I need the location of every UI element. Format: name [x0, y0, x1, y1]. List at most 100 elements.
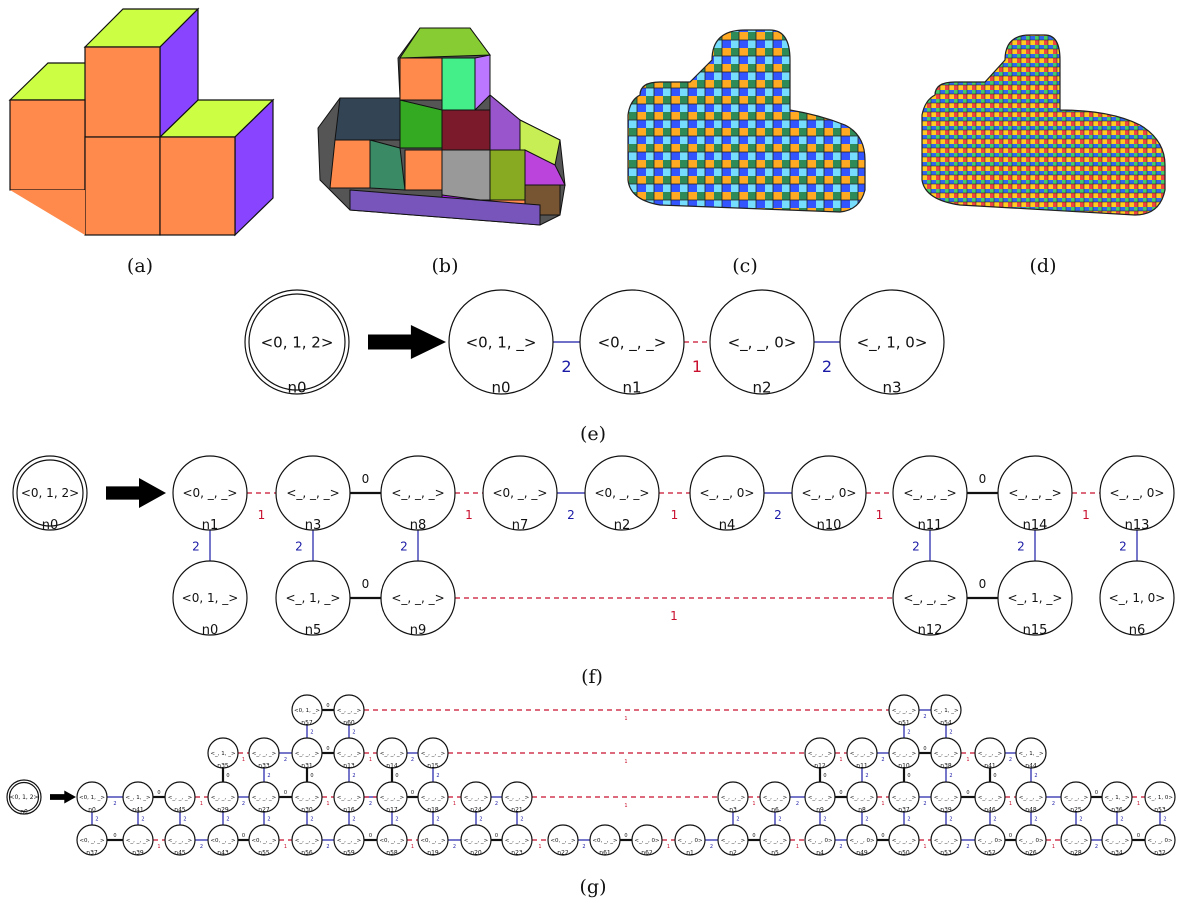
node-label: <0, 1, 2> [21, 486, 79, 500]
edge-label: 1 [966, 757, 969, 763]
edge-label: 1 [411, 844, 414, 850]
node-label: <_, _, _> [168, 795, 193, 801]
graph-node: <_, _, _>n53 [930, 824, 962, 857]
node-label: <0, _, _> [420, 838, 446, 844]
graph-node: <_, _, _>n11 [846, 737, 878, 770]
node-id: n55 [258, 850, 270, 857]
node-label: <0, _, _> [492, 486, 547, 500]
caption-f: (f) [581, 666, 603, 688]
graph-node: <_, _, _>n37 [888, 781, 920, 814]
edge-label: 2 [436, 773, 439, 779]
node-circle [76, 781, 108, 813]
graph-node: <_, _, 0>n32 [1144, 824, 1176, 857]
graph-node: <_, _, _>n31 [291, 737, 323, 770]
node-label: <0, 1, _> [294, 708, 320, 714]
graph-node: <_, _, 0>n49 [846, 824, 878, 857]
node-id: n41 [984, 763, 996, 770]
node-id: n48 [1025, 807, 1037, 814]
panel-b-refined-model [317, 27, 566, 226]
edge-label: 2 [865, 773, 868, 779]
node-circle [1099, 560, 1175, 636]
node-id: n43 [217, 850, 229, 857]
edge-label: 2 [865, 817, 868, 823]
caption-c: (c) [732, 255, 757, 277]
node-label: <_, _, _> [286, 486, 339, 500]
edge-label: 0 [395, 773, 398, 779]
edge-label: 2 [520, 817, 523, 823]
edge-label: 1 [1052, 844, 1055, 850]
node-id: n4 [816, 850, 824, 857]
graph-node: <_, _, _>n20 [460, 824, 492, 857]
node-id: n30 [301, 807, 313, 814]
node-label: <_, _, _> [337, 751, 362, 757]
node-id: n0 [202, 623, 219, 638]
edge-label: 0 [362, 472, 370, 486]
node-circle [791, 455, 867, 531]
node-label: <_, _, _> [252, 795, 277, 801]
edge-label: 2 [774, 508, 782, 522]
caption-a: (a) [127, 255, 153, 277]
graph-node: <_, _, _>n12 [892, 560, 968, 638]
graph-node: <0, _, _>n58 [376, 824, 408, 857]
node-id: n9 [816, 807, 824, 814]
node-id: n13 [1125, 518, 1150, 533]
graph-node: <_, _, _>n9 [804, 781, 836, 814]
graph-node: <_, 1, 0>n6 [1099, 560, 1175, 638]
graph-node: <_, _, _>n34 [1101, 824, 1133, 857]
graph-node: <_, _, _>n8 [380, 455, 456, 533]
node-id: n45 [174, 850, 186, 857]
node-id: n0 [20, 808, 28, 815]
node-circle [12, 455, 88, 531]
edge-label: 2 [242, 801, 245, 807]
node-label: <_, _, _> [391, 486, 444, 500]
edge-label: 0 [326, 703, 329, 709]
graph-node: <_, _, 0>n13 [1099, 455, 1175, 533]
graph-node: <_, _, _>n25 [1060, 781, 1092, 814]
graph-node: <_, _, _>n39 [930, 781, 962, 814]
node-circle [376, 737, 408, 769]
edge-label: 0 [993, 773, 996, 779]
node-id: n50 [898, 850, 910, 857]
graph-node: <_, _, _>n46 [974, 781, 1006, 814]
node-label: <_, _, _> [721, 795, 746, 801]
graph-node: <_, _, _>n9 [380, 560, 456, 638]
node-id: n23 [511, 850, 523, 857]
node-label: <_, _, _> [211, 795, 236, 801]
node-id: n49 [856, 850, 868, 857]
node-label: <_, _, _> [126, 838, 151, 844]
node-label: <_, 1, 0> [1109, 591, 1166, 605]
node-label: <_, _, _> [1064, 838, 1089, 844]
edge-label: 1 [796, 844, 799, 850]
edge-label: 2 [141, 817, 144, 823]
graph-node: <_, 1, _>n36 [1101, 781, 1133, 814]
edge-label: 2 [561, 357, 571, 376]
node-circle [846, 737, 878, 769]
node-circle [460, 824, 492, 856]
edge-label: 1 [538, 844, 541, 850]
edge-label: 0 [369, 833, 372, 839]
node-label: <0, _, _> [598, 333, 667, 352]
edge-label: 1 [624, 803, 627, 809]
node-circle [1101, 824, 1133, 856]
node-circle [888, 781, 920, 813]
node-id: n11 [856, 763, 868, 770]
node-label: <_, _, _> [763, 795, 788, 801]
node-id: n13 [343, 763, 355, 770]
node-label: <_, _, _> [380, 795, 405, 801]
node-id: n31 [301, 763, 313, 770]
node-circle [76, 824, 108, 856]
node-id: n59 [343, 850, 355, 857]
node-id: n32 [1154, 850, 1166, 857]
edge-label: 0 [1095, 790, 1098, 796]
graph-node: <_, _, 0>n26 [1015, 824, 1047, 857]
graph-node: <_, _, _>n39 [122, 824, 154, 857]
node-circle [122, 824, 154, 856]
edge-label: 2 [295, 540, 303, 554]
graph-node: <_, 1, _>n15 [997, 560, 1073, 638]
node-id: n25 [1070, 807, 1082, 814]
graph-node: <0, _, _>n2 [584, 455, 660, 533]
edge-label: 1 [453, 801, 456, 807]
edge-label: 2 [710, 844, 713, 850]
